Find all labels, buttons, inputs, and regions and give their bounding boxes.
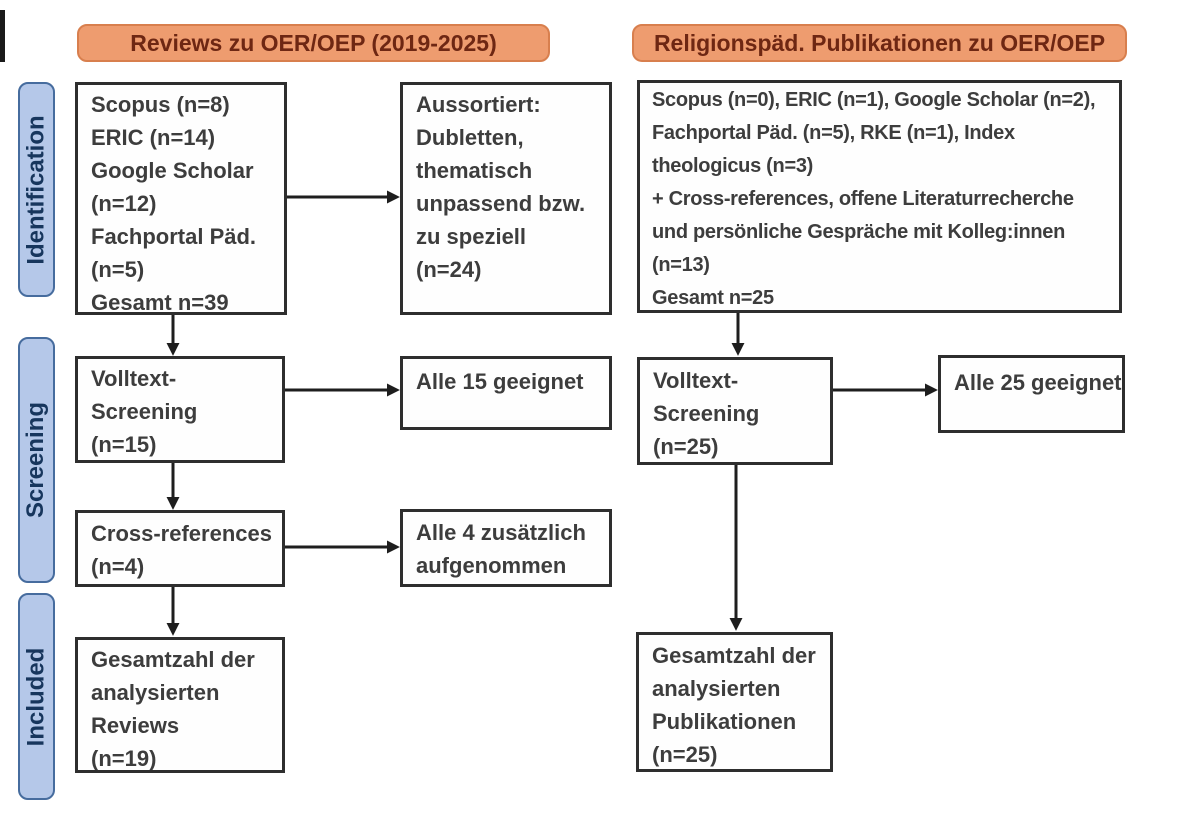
stage-label-included-text: Included: [22, 647, 50, 746]
box-right-fulltext-screening: Volltext- Screening (n=25): [637, 357, 833, 465]
column-header-religionspaed: Religionspäd. Publikationen zu OER/OEP: [632, 24, 1127, 62]
column-header-reviews: Reviews zu OER/OEP (2019-2025): [77, 24, 550, 62]
box-left-excluded: Aussortiert: Dubletten, thematisch unpas…: [400, 82, 612, 315]
stage-label-identification: Identification: [18, 82, 55, 297]
box-right-included-total: Gesamtzahl der analysierten Publikatione…: [636, 632, 833, 772]
box-left-included-total: Gesamtzahl der analysierten Reviews (n=1…: [75, 637, 285, 773]
box-right-identification-sources: Scopus (n=0), ERIC (n=1), Google Scholar…: [637, 80, 1122, 313]
box-left-crossreferences: Cross-references (n=4): [75, 510, 285, 587]
box-right-screening-result: Alle 25 geeignet: [938, 355, 1125, 433]
stage-label-included: Included: [18, 593, 55, 800]
scan-edge-artifact: [0, 10, 5, 62]
stage-label-screening: Screening: [18, 337, 55, 583]
stage-label-screening-text: Screening: [22, 401, 50, 519]
stage-label-identification-text: Identification: [22, 114, 50, 265]
box-left-fulltext-screening: Volltext- Screening (n=15): [75, 356, 285, 463]
box-left-crossreferences-result: Alle 4 zusätzlich aufgenommen: [400, 509, 612, 587]
box-left-identification-sources: Scopus (n=8) ERIC (n=14) Google Scholar …: [75, 82, 287, 315]
box-left-screening-result: Alle 15 geeignet: [400, 356, 612, 430]
